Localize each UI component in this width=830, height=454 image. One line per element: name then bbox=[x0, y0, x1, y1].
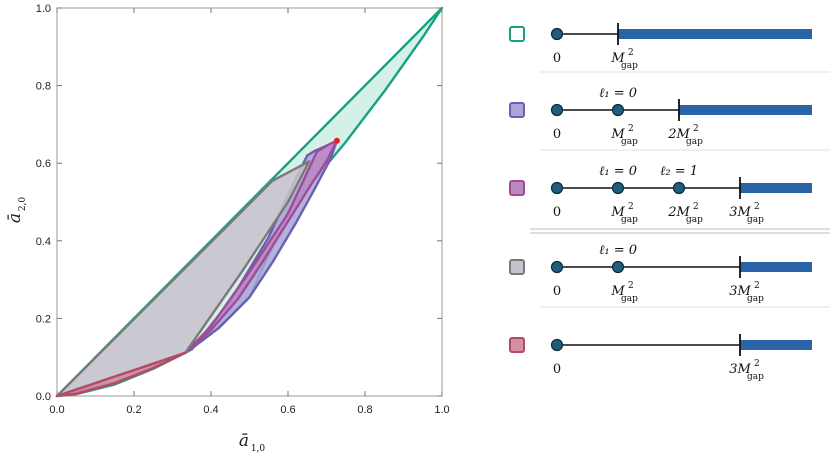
continuum-band bbox=[618, 29, 812, 39]
point-top-label: ℓ₁ = 0 bbox=[599, 243, 637, 258]
legend-swatch-2 bbox=[509, 180, 525, 196]
region-2 bbox=[55, 139, 339, 398]
gap-label-text: 3M bbox=[729, 362, 751, 377]
y-axis-title-text: ā bbox=[5, 213, 25, 223]
point-top-label: ℓ₁ = 0 bbox=[599, 86, 637, 101]
y-tick-label: 0.2 bbox=[36, 313, 51, 325]
y-tick-label: 0.6 bbox=[36, 158, 51, 170]
gap-label-text: 2M bbox=[667, 127, 690, 142]
gap-label-sup: 2 bbox=[628, 48, 634, 58]
y-tick-label: 0.0 bbox=[36, 391, 51, 403]
gap-label-sub: gap bbox=[747, 372, 764, 382]
y-tick-label: 0.8 bbox=[36, 81, 51, 93]
point-bottom-label-text: 2M bbox=[667, 205, 690, 220]
point-bottom-label-text: M bbox=[610, 284, 625, 299]
continuum-band bbox=[679, 105, 812, 115]
spectrum-point bbox=[611, 103, 625, 117]
gap-label-sup: 2 bbox=[693, 124, 699, 134]
gap-label-text: 3M bbox=[729, 205, 751, 220]
spectrum-point bbox=[550, 260, 564, 274]
point-bottom-label-sup: 2 bbox=[693, 202, 699, 212]
spectrum-point bbox=[672, 181, 686, 195]
point-zero-label: 0 bbox=[553, 205, 561, 220]
x-tick-label: 0.6 bbox=[280, 404, 295, 416]
x-tick-label: 0.4 bbox=[203, 404, 218, 416]
gap-label-text: M bbox=[610, 51, 625, 66]
point-zero-label: 0 bbox=[553, 284, 561, 299]
legend-swatch-0 bbox=[509, 26, 525, 42]
continuum-band bbox=[740, 183, 812, 193]
point-bottom-label-sub: gap bbox=[621, 294, 638, 304]
point-top-label: ℓ₁ = 0 bbox=[599, 164, 637, 179]
gap-label-sub: gap bbox=[747, 215, 764, 225]
spectrum-point bbox=[550, 181, 564, 195]
point-bottom-label-sup: 2 bbox=[628, 124, 634, 134]
point-bottom-label-sub: gap bbox=[686, 215, 703, 225]
x-tick-label: 1.0 bbox=[434, 404, 449, 416]
point-bottom-label-sup: 2 bbox=[628, 281, 634, 291]
x-axis-title-text: ā bbox=[239, 431, 249, 451]
gap-label-sub: gap bbox=[747, 294, 764, 304]
gap-label-text: 3M bbox=[729, 284, 751, 299]
point-bottom-label-sup: 2 bbox=[628, 202, 634, 212]
y-axis-title: ā2,0 bbox=[5, 197, 28, 223]
y-axis-title-sub: 2,0 bbox=[18, 197, 28, 212]
x-tick-label: 0.2 bbox=[126, 404, 141, 416]
gap-label-sup: 2 bbox=[754, 202, 760, 212]
y-tick-label: 0.4 bbox=[36, 236, 51, 248]
region-3 bbox=[55, 160, 311, 398]
gap-label-sub: gap bbox=[621, 61, 638, 71]
plot-frame bbox=[56, 7, 443, 397]
highlight-point bbox=[333, 137, 340, 144]
x-tick-label: 0.8 bbox=[357, 404, 372, 416]
gap-label-sup: 2 bbox=[754, 281, 760, 291]
spectrum-point bbox=[611, 181, 625, 195]
point-zero-label: 0 bbox=[553, 127, 561, 142]
legend-swatch-3 bbox=[509, 259, 525, 275]
gap-label-sub: gap bbox=[686, 137, 703, 147]
legend-swatch-4 bbox=[509, 337, 525, 353]
point-zero-label: 0 bbox=[553, 362, 561, 377]
y-tick-label: 1.0 bbox=[36, 3, 51, 15]
spectrum-point bbox=[550, 27, 564, 41]
x-axis-title-sub: 1,0 bbox=[251, 444, 266, 454]
point-bottom-label-sub: gap bbox=[621, 137, 638, 147]
gap-label-sup: 2 bbox=[754, 359, 760, 369]
region-4 bbox=[55, 351, 187, 398]
continuum-band bbox=[740, 262, 812, 272]
point-bottom-label-text: M bbox=[610, 205, 625, 220]
spectrum-point bbox=[550, 338, 564, 352]
point-zero-label: 0 bbox=[553, 51, 561, 66]
spectrum-point bbox=[611, 260, 625, 274]
point-bottom-label-text: M bbox=[610, 127, 625, 142]
legend-swatch-1 bbox=[509, 102, 525, 118]
x-tick-label: 0.0 bbox=[49, 404, 64, 416]
spectrum-point bbox=[550, 103, 564, 117]
point-bottom-label-sub: gap bbox=[621, 215, 638, 225]
point-top-label: ℓ₂ = 1 bbox=[660, 164, 698, 179]
continuum-band bbox=[740, 340, 812, 350]
